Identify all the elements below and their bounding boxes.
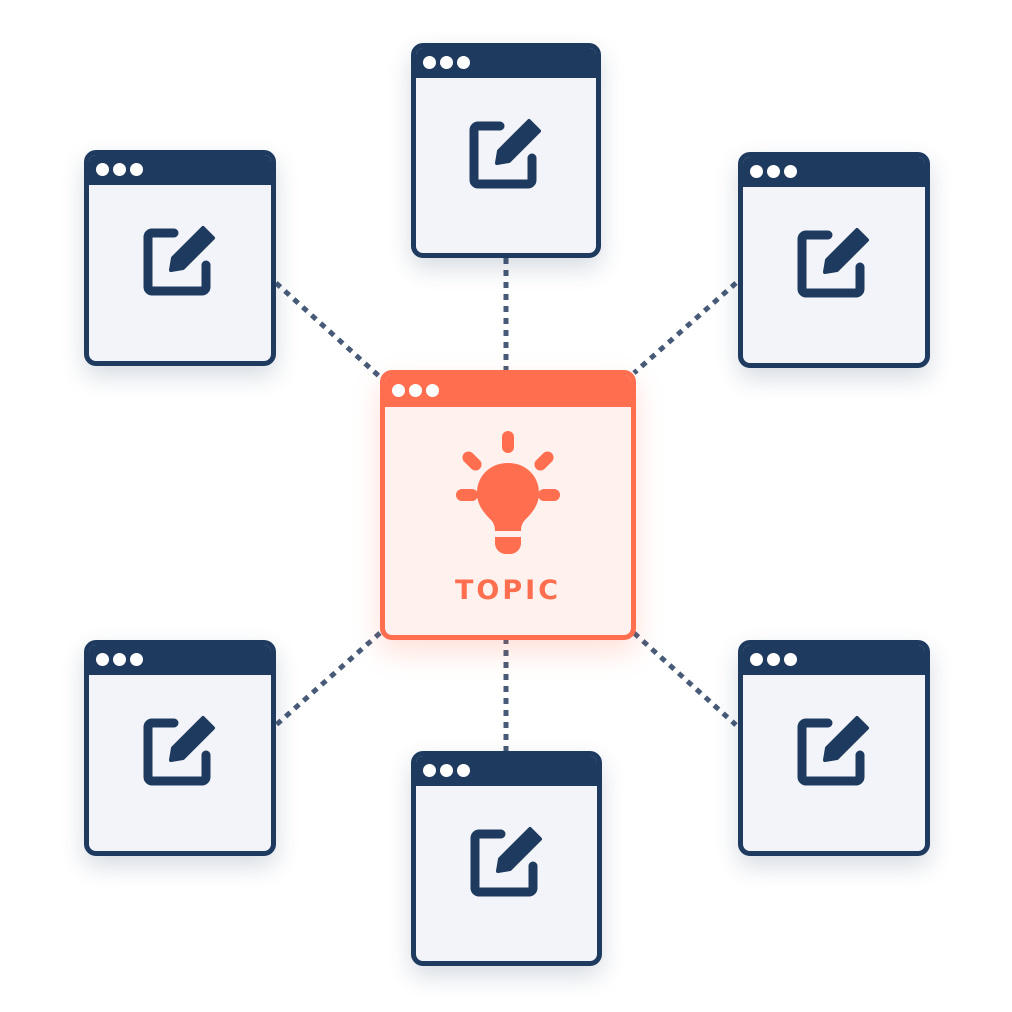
window-dot <box>113 163 126 176</box>
page-window-bottom-left <box>84 640 276 856</box>
edit-icon <box>143 716 215 786</box>
window-dot <box>113 653 126 666</box>
page-window-bottom <box>411 751 602 966</box>
window-dot <box>130 163 143 176</box>
window-title-bar <box>416 48 596 78</box>
edit-icon <box>797 228 869 298</box>
window-dot <box>409 384 422 397</box>
window-dot <box>440 56 453 69</box>
window-dot <box>96 653 109 666</box>
window-title-bar <box>89 155 271 185</box>
window-dot <box>392 384 405 397</box>
window-title-bar <box>743 157 925 187</box>
page-window-top <box>411 43 601 258</box>
window-dot <box>767 653 780 666</box>
window-dot <box>96 163 109 176</box>
window-title-bar <box>743 645 925 675</box>
topic-window: TOPIC <box>380 370 636 640</box>
edit-icon <box>143 226 215 296</box>
window-dot <box>457 764 470 777</box>
window-dot <box>457 56 470 69</box>
window-dot <box>440 764 453 777</box>
lightbulb-icon <box>456 431 560 554</box>
window-dot <box>750 653 763 666</box>
edit-icon <box>470 827 542 897</box>
window-dot <box>426 384 439 397</box>
window-dot <box>423 56 436 69</box>
page-window-bottom-right <box>738 640 930 856</box>
connector-bottom-right <box>632 631 738 727</box>
topic-label: TOPIC <box>454 575 562 606</box>
window-dot <box>130 653 143 666</box>
connector-bottom-left <box>274 631 382 727</box>
window-dot <box>784 165 797 178</box>
window-title-bar <box>385 375 631 407</box>
connector-top-left <box>274 281 382 379</box>
window-dot <box>423 764 436 777</box>
page-window-top-right <box>738 152 930 368</box>
page-window-top-left <box>84 150 276 366</box>
window-dot <box>767 165 780 178</box>
window-title-bar <box>416 756 597 786</box>
connector-top-right <box>632 281 738 375</box>
edit-icon <box>797 716 869 786</box>
window-dot <box>784 653 797 666</box>
window-dot <box>750 165 763 178</box>
window-title-bar <box>89 645 271 675</box>
edit-icon <box>469 119 541 189</box>
